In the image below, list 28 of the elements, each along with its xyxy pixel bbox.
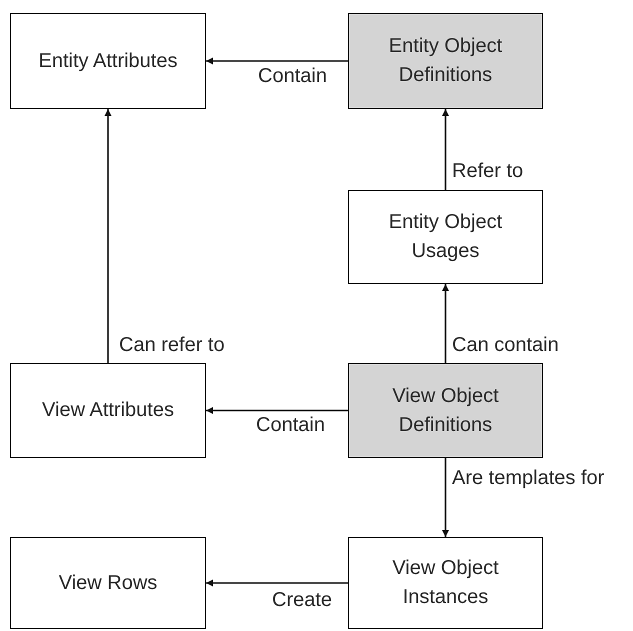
arrow [442, 284, 449, 363]
process-box [348, 13, 543, 109]
edge-label: Can refer to [119, 333, 225, 358]
process-box [348, 190, 543, 284]
process-box [10, 363, 206, 458]
process-box [10, 13, 206, 109]
arrow [206, 407, 348, 414]
edge-label: Contain [258, 64, 327, 89]
process-box [348, 363, 543, 458]
arrow [206, 58, 348, 64]
box-label: View Rows [58, 570, 158, 596]
box-label: Entity Object Definitions [388, 34, 504, 88]
edge-label: Create [272, 588, 332, 613]
box-label: Entity Object Usages [388, 210, 504, 264]
box-label: View Attributes [42, 398, 174, 423]
process-box [10, 537, 206, 629]
edge-label: Can contain [452, 333, 559, 358]
process-box [348, 537, 543, 629]
box-label: View Object Instances [391, 556, 500, 610]
arrow [442, 109, 449, 190]
box-label: View Object Definitions [391, 384, 500, 438]
box-label: Entity Attributes [38, 48, 178, 74]
arrow [206, 580, 348, 586]
edge-label: Are templates for [452, 466, 604, 491]
edge-label: Refer to [452, 159, 524, 184]
arrow [442, 458, 449, 537]
arrow [104, 109, 112, 363]
edge-label: Contain [256, 413, 325, 438]
